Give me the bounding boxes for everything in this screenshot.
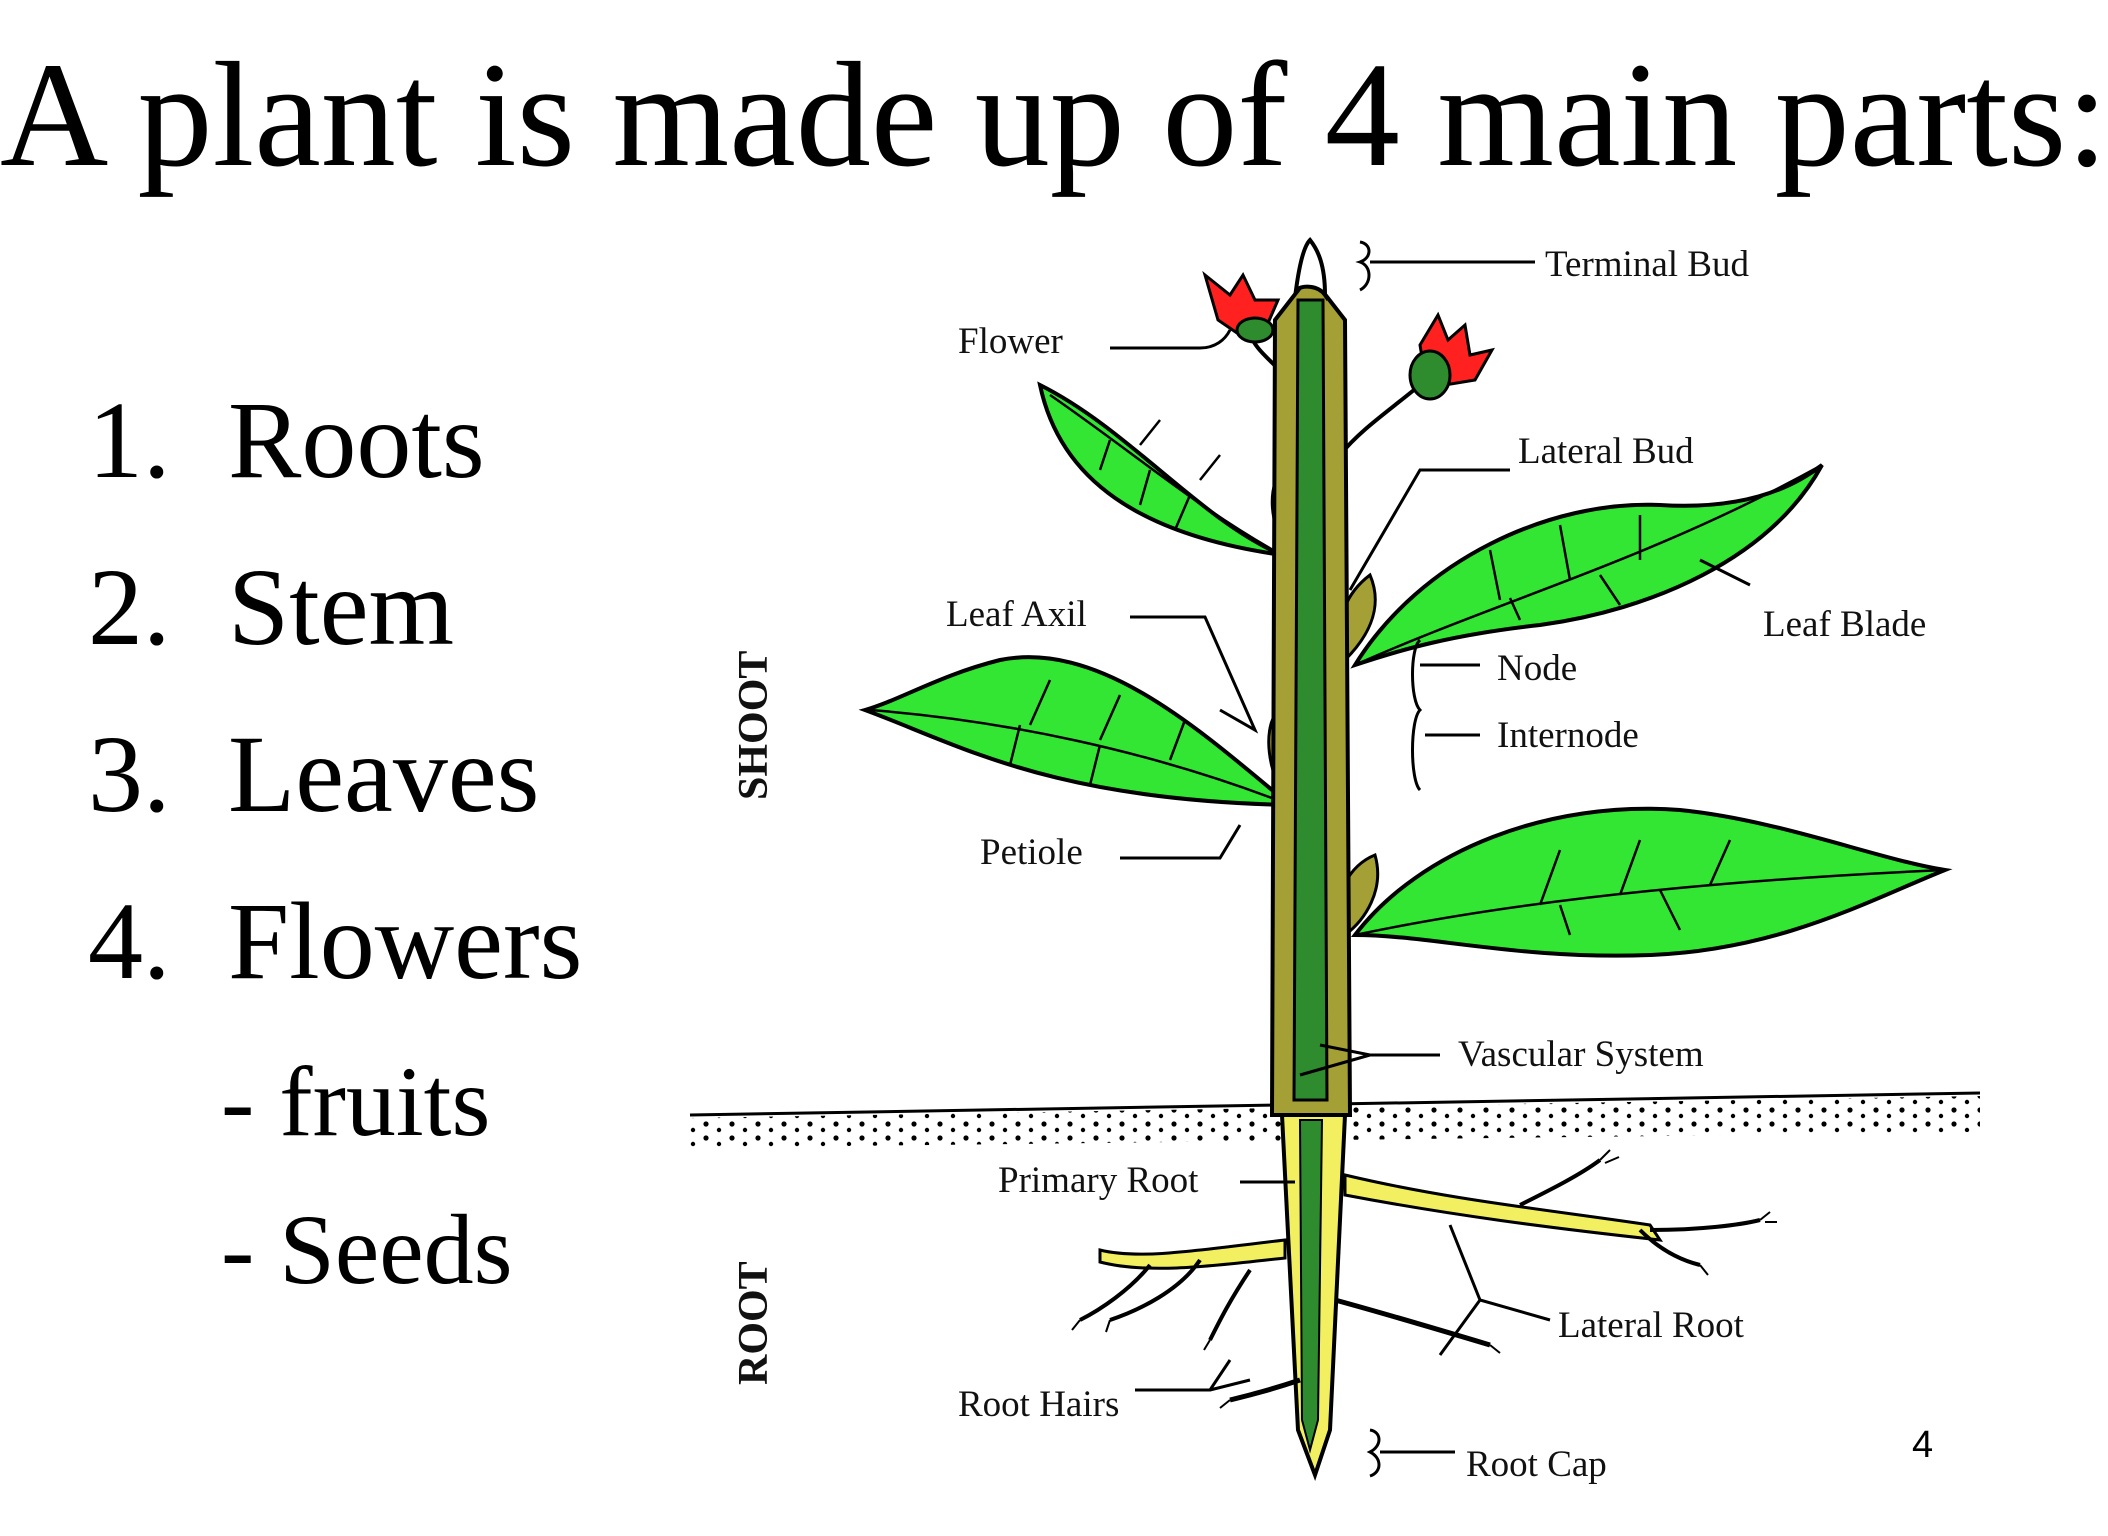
label-petiole: Petiole xyxy=(980,832,1083,873)
shoot-side-label: SHOOT xyxy=(731,651,777,800)
label-internode: Internode xyxy=(1497,715,1639,756)
list-label: Leaves xyxy=(228,713,540,835)
list-number: 1. xyxy=(88,379,171,501)
label-lateral-root: Lateral Root xyxy=(1558,1305,1745,1346)
label-root-hairs: Root Hairs xyxy=(958,1384,1119,1425)
root-system xyxy=(1071,1113,1777,1481)
leader-lines xyxy=(1110,240,1751,1478)
root-side-label: ROOT xyxy=(731,1261,777,1385)
list-label: Stem xyxy=(228,546,455,668)
list-label: Roots xyxy=(228,379,485,501)
list-item-leaves: 3.Leaves xyxy=(88,719,582,886)
list-item-roots: 1.Roots xyxy=(88,385,582,552)
label-leaf-blade: Leaf Blade xyxy=(1763,604,1926,645)
leaf-top-right xyxy=(1350,463,1824,669)
label-flower: Flower xyxy=(958,321,1063,362)
list-item-stem: 2.Stem xyxy=(88,552,582,719)
slide-title: A plant is made up of 4 main parts: xyxy=(0,32,2108,198)
list-number: 3. xyxy=(88,713,171,835)
leaf-bottom-right xyxy=(1350,806,1953,958)
leaf-top-left xyxy=(1037,381,1283,557)
list-number: 4. xyxy=(88,880,171,1002)
sub-item-seeds: - Seeds xyxy=(221,1194,513,1305)
list-item-flowers: 4.Flowers xyxy=(88,886,582,1053)
plant-parts-list: 1.Roots 2.Stem 3.Leaves 4.Flowers - frui… xyxy=(88,385,582,1300)
flower-right xyxy=(1338,311,1495,457)
label-leaf-axil: Leaf Axil xyxy=(946,594,1087,635)
leaf-mid-left xyxy=(858,655,1296,808)
label-root-cap: Root Cap xyxy=(1466,1444,1607,1485)
sub-item-fruits: - fruits xyxy=(221,1046,491,1157)
label-lateral-bud: Lateral Bud xyxy=(1518,431,1694,472)
page-number: 4 xyxy=(1912,1424,1934,1466)
label-primary-root: Primary Root xyxy=(998,1160,1199,1201)
label-vascular-system: Vascular System xyxy=(1458,1034,1704,1075)
stem xyxy=(1269,237,1353,1117)
label-terminal-bud: Terminal Bud xyxy=(1545,244,1749,285)
plant-diagram: SHOOT ROOT Terminal Bud Flower Lateral B… xyxy=(689,237,1981,1485)
list-number: 2. xyxy=(88,546,171,668)
label-node: Node xyxy=(1497,648,1577,689)
list-label: Flowers xyxy=(228,880,583,1002)
